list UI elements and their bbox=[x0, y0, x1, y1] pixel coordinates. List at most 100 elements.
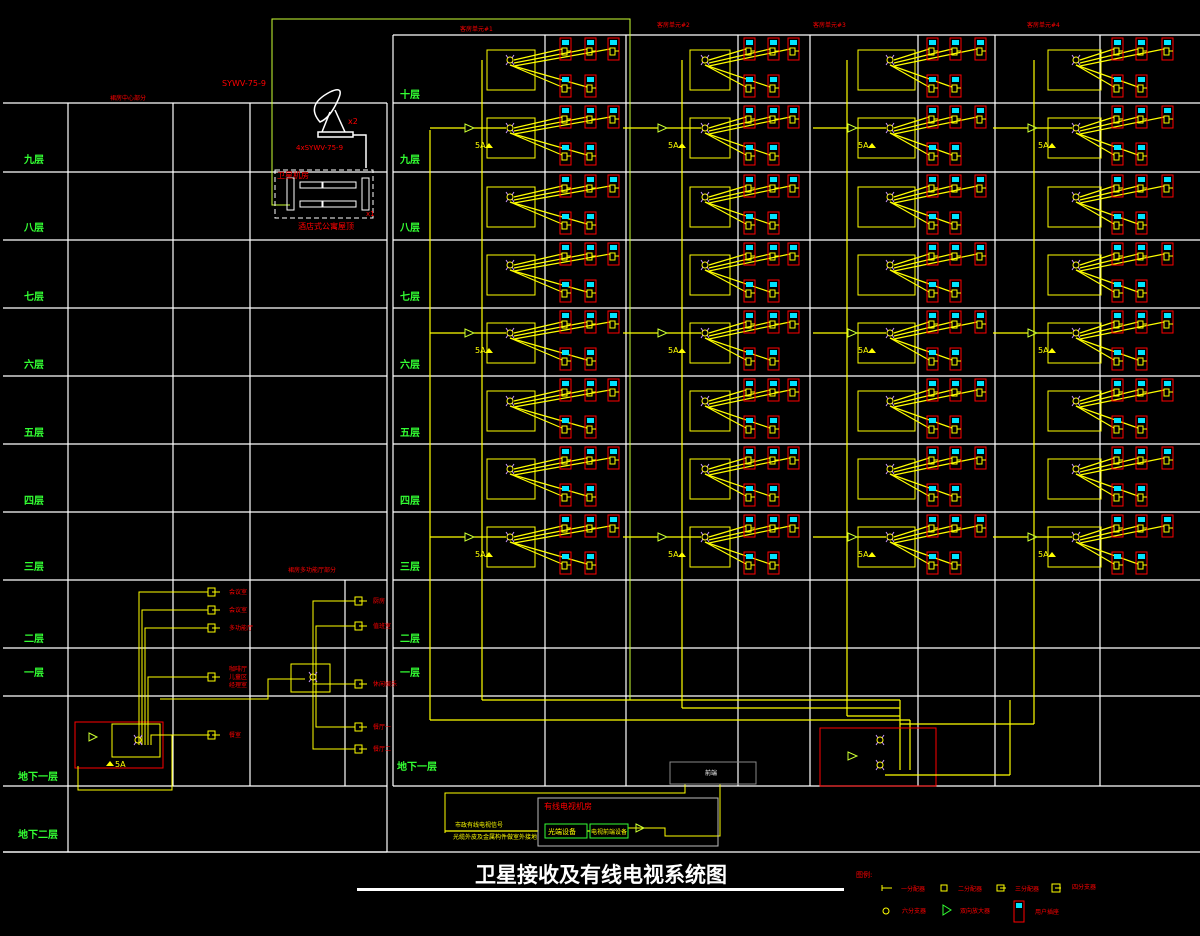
unit-box bbox=[1047, 526, 1102, 568]
splitter-icon bbox=[976, 388, 986, 397]
tap-icon bbox=[207, 605, 220, 615]
outlet bbox=[926, 378, 939, 402]
unit-box bbox=[486, 526, 536, 568]
unit-box bbox=[689, 49, 731, 91]
outlet bbox=[1111, 174, 1124, 198]
outlet bbox=[949, 514, 962, 538]
splitter-icon bbox=[561, 252, 571, 261]
splitter-icon bbox=[928, 115, 938, 124]
outlet-screen bbox=[1114, 313, 1121, 318]
outlet-screen bbox=[770, 486, 777, 491]
feeder bbox=[889, 405, 953, 429]
outlet-screen bbox=[587, 350, 594, 355]
outlet-screen bbox=[929, 554, 936, 559]
splitter-icon bbox=[769, 425, 779, 434]
outlet-screen bbox=[952, 245, 959, 250]
splitter-icon bbox=[789, 388, 799, 397]
tap-legs bbox=[885, 395, 895, 407]
outlet-screen bbox=[952, 313, 959, 318]
feeder bbox=[704, 132, 747, 156]
feeder bbox=[708, 116, 771, 132]
splitter-icon bbox=[769, 252, 779, 261]
feeder bbox=[893, 457, 930, 470]
outlet-screen bbox=[790, 313, 797, 318]
feeder bbox=[893, 253, 953, 269]
splitter-icon bbox=[951, 221, 961, 230]
tap-icon bbox=[354, 679, 367, 689]
outlet bbox=[767, 483, 780, 507]
feeder bbox=[509, 269, 563, 293]
outlet-screen bbox=[610, 381, 617, 386]
splitter-icon bbox=[951, 561, 961, 570]
tap-legs bbox=[700, 395, 710, 407]
feeder bbox=[513, 185, 563, 198]
splitter-icon bbox=[586, 388, 596, 397]
outlet bbox=[974, 37, 987, 61]
feeder bbox=[1079, 389, 1115, 402]
splitter-icon bbox=[928, 152, 938, 161]
floor-label: 六层 bbox=[24, 358, 44, 371]
tap-icon bbox=[886, 397, 894, 405]
splitter-icon bbox=[1137, 221, 1147, 230]
splitter-icon bbox=[1137, 115, 1147, 124]
outlet bbox=[949, 242, 962, 266]
outlet bbox=[1135, 279, 1148, 303]
splitter-icon bbox=[745, 47, 755, 56]
feeder bbox=[1079, 48, 1165, 67]
feeder bbox=[509, 201, 563, 225]
outlet bbox=[926, 551, 939, 575]
splitter-icon bbox=[1163, 252, 1173, 261]
headend-label: 前端 bbox=[705, 769, 717, 777]
outlet bbox=[1111, 347, 1124, 371]
splitter-icon bbox=[1113, 320, 1123, 329]
outlet bbox=[926, 415, 939, 439]
outlet-screen bbox=[746, 449, 753, 454]
outlet bbox=[584, 37, 597, 61]
tap-icon bbox=[701, 124, 709, 132]
amplifier-icon bbox=[847, 532, 859, 542]
feeder bbox=[513, 116, 611, 135]
amp-label: 5A bbox=[1038, 346, 1049, 355]
outlet-screen bbox=[929, 350, 936, 355]
feeder bbox=[708, 457, 747, 470]
splitter-icon bbox=[951, 493, 961, 502]
title-underline bbox=[357, 888, 844, 891]
feeder bbox=[513, 321, 563, 334]
splitter-icon bbox=[586, 289, 596, 298]
tap-icon bbox=[354, 596, 367, 606]
splitter-icon bbox=[745, 84, 755, 93]
amp-box-left bbox=[74, 721, 164, 769]
power-icon bbox=[106, 761, 114, 766]
feeder bbox=[1075, 473, 1115, 497]
feeder bbox=[889, 473, 930, 497]
legend-label: 一分配器 bbox=[901, 885, 925, 893]
outlet-screen bbox=[977, 40, 984, 45]
outlet-screen bbox=[746, 40, 753, 45]
outlet bbox=[743, 310, 756, 334]
power-icon bbox=[868, 552, 876, 557]
outlet-screen bbox=[1114, 214, 1121, 219]
outlet-screen bbox=[770, 245, 777, 250]
outlet-screen bbox=[952, 145, 959, 150]
optical-receiver-box bbox=[544, 823, 588, 839]
outlet-screen bbox=[929, 177, 936, 182]
legend-three-way-splitter-icon bbox=[996, 884, 1006, 892]
tap-legs bbox=[875, 759, 885, 771]
tap-legs bbox=[1071, 191, 1081, 203]
outlet bbox=[559, 242, 572, 266]
unit-box bbox=[857, 322, 916, 364]
splitter-icon bbox=[1137, 184, 1147, 193]
outlet-screen bbox=[746, 418, 753, 423]
splitter-icon bbox=[928, 456, 938, 465]
feeder bbox=[1075, 405, 1115, 429]
splitter-icon bbox=[976, 524, 986, 533]
feeder bbox=[513, 457, 563, 470]
feeder bbox=[513, 525, 563, 538]
satellite-room-box bbox=[274, 169, 374, 219]
outlet-screen bbox=[587, 517, 594, 522]
amplifier-icon bbox=[657, 328, 669, 338]
splitter-icon bbox=[928, 357, 938, 366]
outlet-screen bbox=[790, 449, 797, 454]
outlet bbox=[949, 105, 962, 129]
floor-label: 五层 bbox=[400, 427, 420, 439]
